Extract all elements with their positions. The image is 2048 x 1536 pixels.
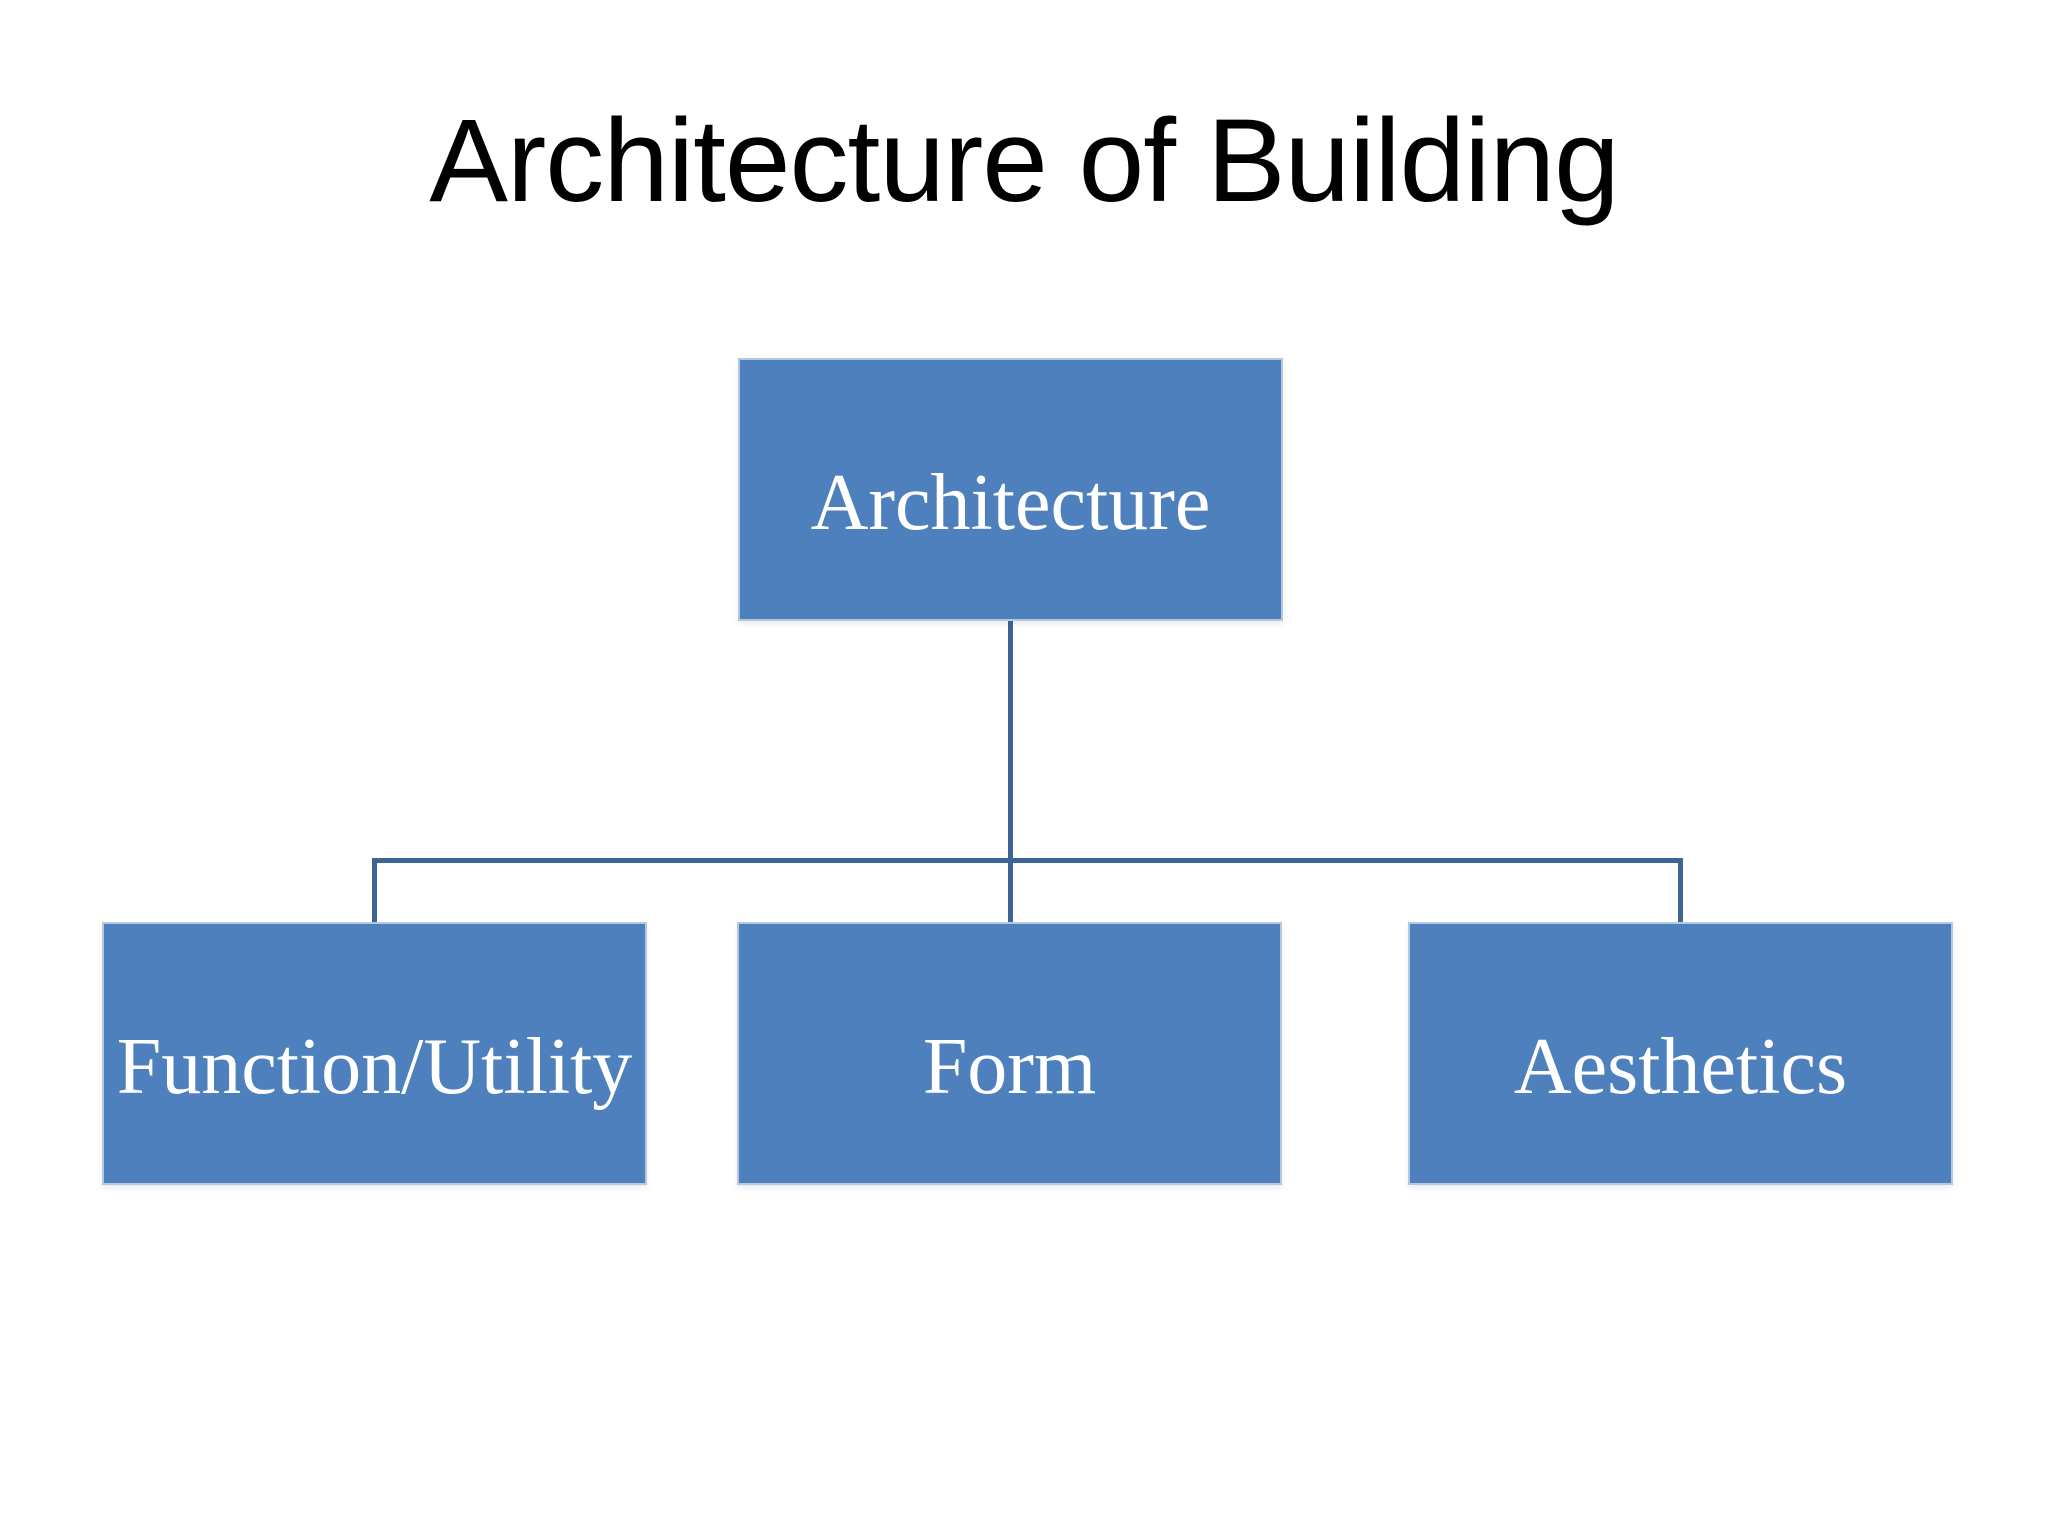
org-node-aesthetics: Aesthetics	[1408, 922, 1953, 1185]
org-node-form-label: Form	[922, 1023, 1097, 1111]
org-node-architecture: Architecture	[738, 358, 1283, 621]
connector-root-vertical	[1008, 621, 1013, 922]
connector-left-drop	[372, 858, 377, 922]
org-node-form: Form	[737, 922, 1282, 1185]
org-node-function-utility: Function/Utility	[102, 922, 647, 1185]
connector-horizontal-bus	[372, 858, 1683, 863]
org-node-aesthetics-label: Aesthetics	[1513, 1023, 1848, 1111]
connector-right-drop	[1678, 858, 1683, 922]
slide-title: Architecture of Building	[429, 95, 1619, 227]
org-node-function-utility-label: Function/Utility	[116, 1023, 633, 1111]
org-node-architecture-label: Architecture	[810, 459, 1211, 547]
